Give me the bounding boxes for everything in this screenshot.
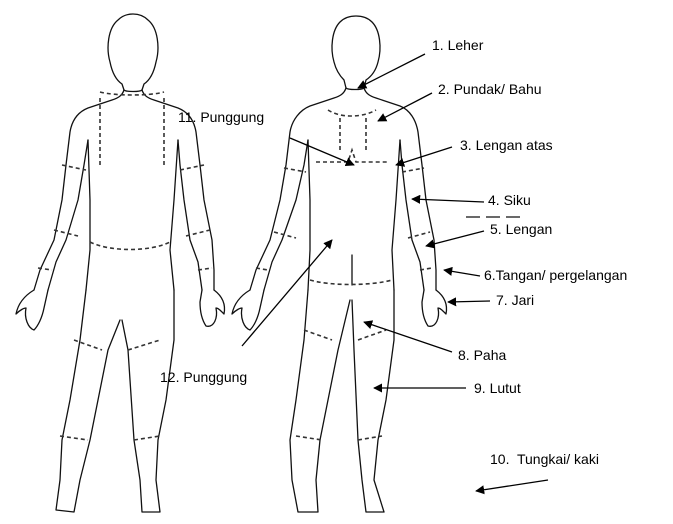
arrow-tangan <box>444 270 480 276</box>
labels: 1. Leher 2. Pundak/ Bahu 3. Lengan atas … <box>160 37 627 467</box>
arrow-siku <box>412 199 484 202</box>
arrow-lengan-atas <box>396 147 452 165</box>
label-punggung-12: 12. Punggung <box>160 369 247 385</box>
label-siku: 4. Siku <box>488 192 531 208</box>
arrow-punggung-11 <box>290 138 354 165</box>
label-lengan-atas: 3. Lengan atas <box>460 137 553 153</box>
label-jari: 7. Jari <box>496 292 534 308</box>
label-paha: 8. Paha <box>458 347 506 363</box>
label-punggung-11: 11. Punggung <box>178 109 264 125</box>
label-lengan: 5. Lengan <box>490 221 552 237</box>
arrow-jari <box>448 301 490 302</box>
label-tangan-pergelangan: 6.Tangan/ pergelangan <box>484 267 627 283</box>
label-pundak-bahu: 2. Pundak/ Bahu <box>438 81 542 97</box>
arrow-paha <box>364 322 452 352</box>
arrow-punggung-12 <box>242 240 332 346</box>
arrow-lengan <box>426 231 484 246</box>
arrow-leher <box>358 54 425 88</box>
label-leher: 1. Leher <box>432 37 484 53</box>
label-lutut: 9. Lutut <box>474 380 521 396</box>
arrow-tungkai <box>476 480 548 491</box>
front-body-figure <box>16 14 225 512</box>
label-tungkai-kaki: 10. Tungkai/ kaki <box>490 451 599 467</box>
arrow-pundak <box>378 93 432 121</box>
back-body-figure <box>232 16 447 512</box>
